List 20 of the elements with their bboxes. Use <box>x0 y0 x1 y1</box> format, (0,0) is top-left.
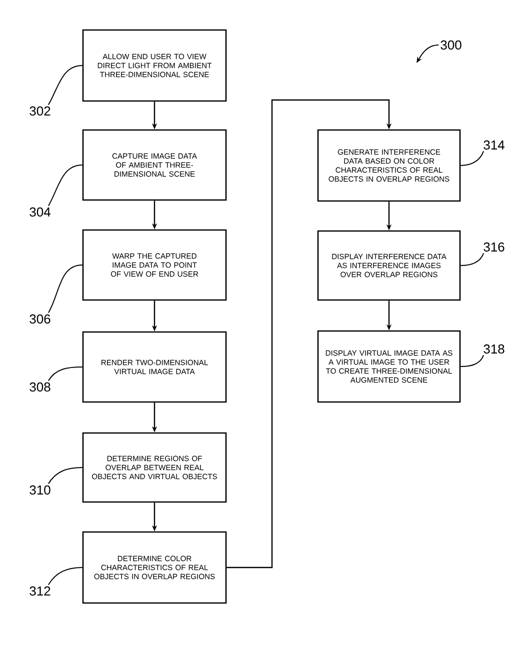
leader-line <box>48 264 83 314</box>
reference-number: 316 <box>484 242 504 252</box>
reference-number: 310 <box>30 485 50 495</box>
leader-line <box>48 65 83 106</box>
reference-number: 304 <box>30 207 50 217</box>
leader-line <box>48 467 83 484</box>
leader-line <box>460 354 484 367</box>
leader-line <box>460 252 484 266</box>
leader-line <box>460 150 484 166</box>
reference-number: 302 <box>30 106 50 116</box>
reference-number: 306 <box>30 314 50 324</box>
reference-number: 300 <box>440 40 462 50</box>
reference-number: 314 <box>484 140 504 150</box>
leader-line <box>48 164 83 206</box>
leader-line <box>48 567 83 586</box>
reference-number: 312 <box>30 586 50 596</box>
reference-number: 308 <box>30 382 50 392</box>
reference-number: 318 <box>484 344 504 354</box>
leader-line <box>48 366 83 382</box>
arrow <box>226 99 392 568</box>
